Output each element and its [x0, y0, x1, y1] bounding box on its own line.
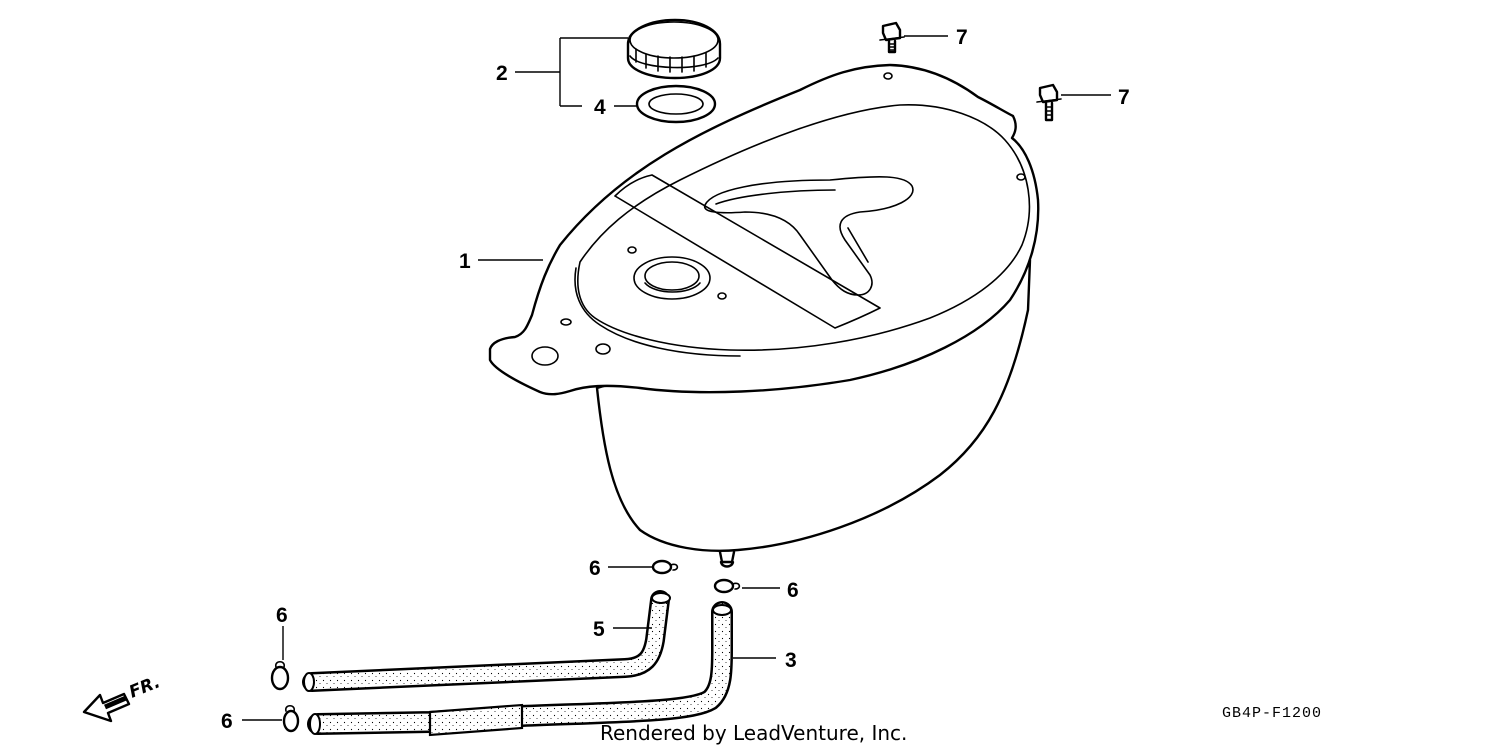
filler-neck	[633, 256, 711, 300]
bolt-upper[interactable]	[879, 21, 905, 54]
callout-7-right: 7	[1118, 86, 1130, 109]
fuel-tank[interactable]	[488, 63, 1040, 568]
filler-cap[interactable]	[626, 18, 722, 80]
callout-2: 2	[496, 62, 508, 85]
front-direction-indicator: FR.	[82, 672, 163, 723]
tank-y-rib	[703, 175, 914, 296]
callout-1: 1	[459, 250, 471, 273]
outlet-nipple	[718, 550, 736, 568]
hose-clip-upper-left[interactable]	[651, 559, 679, 575]
tank-top-plate	[577, 104, 1031, 352]
tank-flange	[488, 63, 1040, 396]
hose-clip-lower-1[interactable]	[270, 660, 290, 691]
callout-6-lower-1: 6	[276, 604, 288, 627]
mount-hole-front	[531, 346, 559, 366]
bolt-right[interactable]	[1036, 83, 1062, 122]
callout-6-upper-left: 6	[589, 557, 601, 580]
drawing-code: GB4P-F1200	[1222, 705, 1322, 722]
callout-labels: 2 4 1 7 7 6 6 6 6 5 3	[221, 26, 1130, 733]
front-label: FR.	[126, 672, 163, 702]
hose-clip-lower-2[interactable]	[282, 704, 300, 733]
callout-6-upper-right: 6	[787, 579, 799, 602]
callout-5: 5	[593, 618, 605, 641]
leader-lines	[242, 35, 1111, 721]
callout-4: 4	[594, 96, 606, 119]
callout-6-lower-2: 6	[221, 710, 233, 733]
tank-band	[614, 174, 881, 329]
fuel-tube-5[interactable]	[302, 590, 671, 692]
callout-7-upper: 7	[956, 26, 968, 49]
fuel-tube-3[interactable]	[307, 601, 733, 737]
cap-gasket[interactable]	[635, 84, 717, 124]
render-credit: Rendered by LeadVenture, Inc.	[600, 721, 907, 745]
callout-3: 3	[785, 649, 797, 672]
hose-clip-upper-right[interactable]	[713, 578, 741, 594]
